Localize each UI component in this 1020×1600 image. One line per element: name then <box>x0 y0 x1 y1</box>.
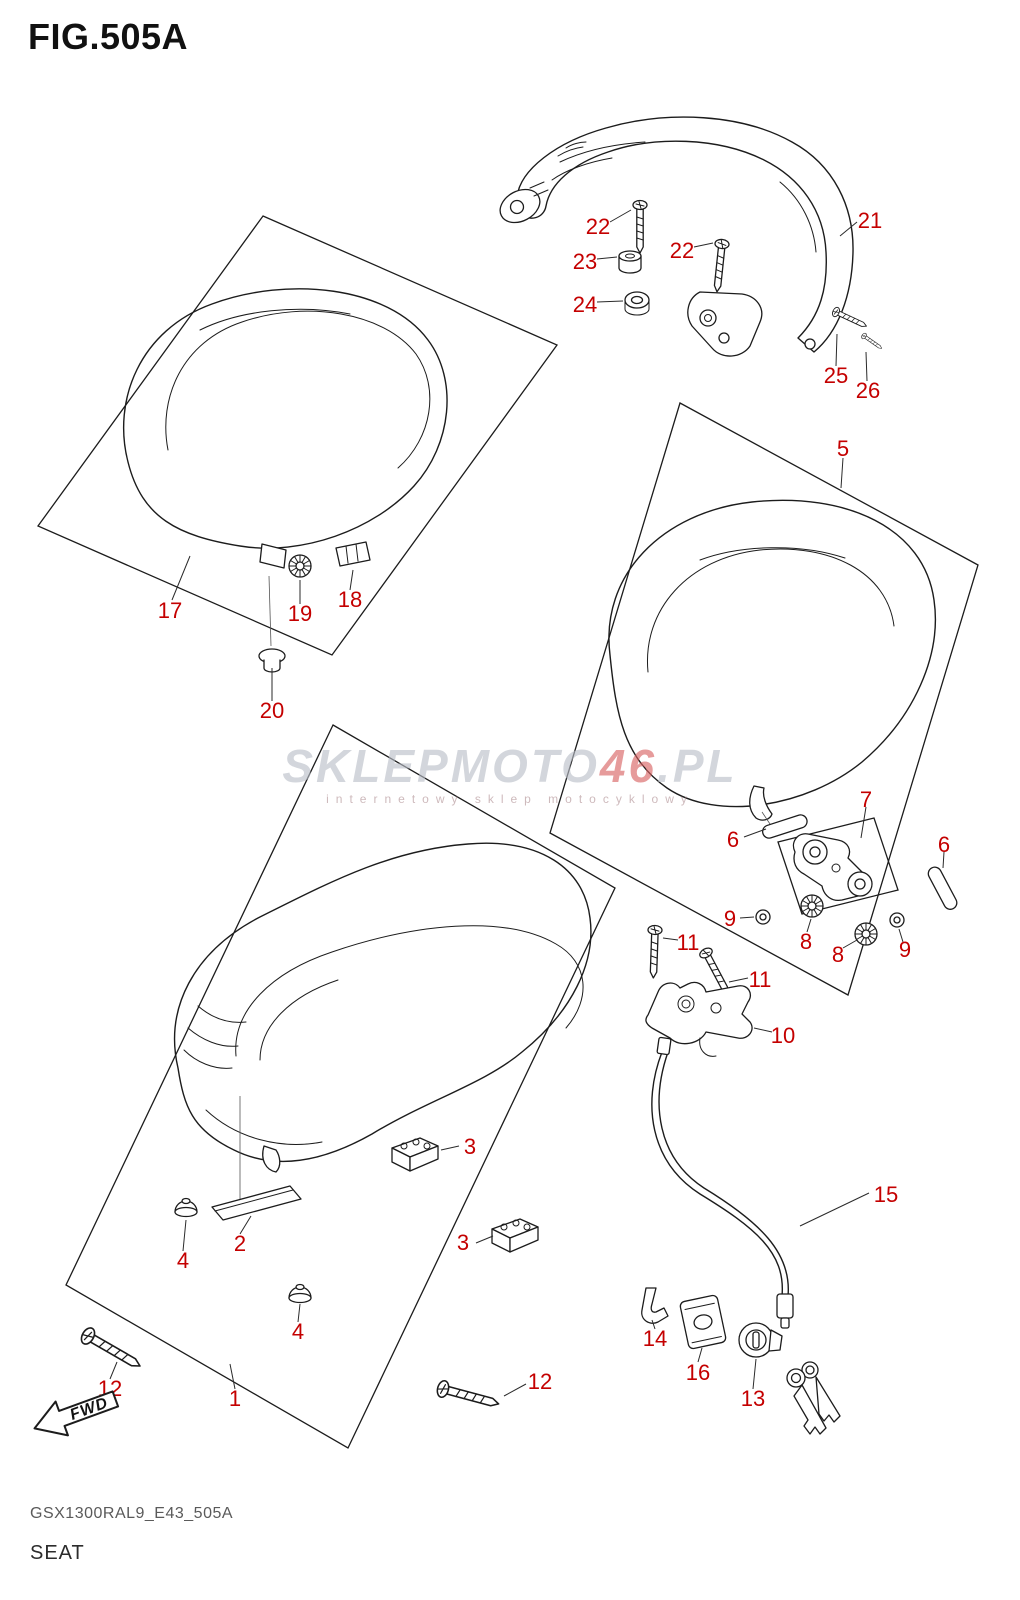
seat-tab <box>259 543 287 569</box>
callout-24: 24 <box>573 292 597 317</box>
callout-3-a: 3 <box>464 1134 476 1159</box>
figure-title: FIG.505A <box>28 16 189 57</box>
callout-26: 26 <box>856 378 880 403</box>
callout-3-b: 3 <box>457 1230 469 1255</box>
callout-7: 7 <box>860 787 872 812</box>
callout-23: 23 <box>573 249 597 274</box>
callout-12-b: 12 <box>528 1369 552 1394</box>
footer-figure-name: SEAT <box>30 1542 85 1564</box>
rear-seat-drawing <box>122 288 448 569</box>
strip-6-b <box>927 866 958 910</box>
callout-15: 15 <box>874 1182 898 1207</box>
callout-17: 17 <box>158 598 182 623</box>
clip-14 <box>641 1287 669 1324</box>
main-seat-box <box>65 724 616 1449</box>
strip-2 <box>211 1185 302 1221</box>
lock-cylinder-13 <box>738 1322 783 1358</box>
spacer-23 <box>618 250 642 274</box>
callout-labels: 22 23 22 24 21 25 26 5 17 19 18 20 6 7 6… <box>98 208 950 1411</box>
callout-11-a: 11 <box>677 930 700 955</box>
rear-seat-box <box>37 215 558 656</box>
callout-19: 19 <box>288 601 312 626</box>
callout-2: 2 <box>234 1231 246 1256</box>
grommet-24 <box>624 291 650 316</box>
lock-cable-15 <box>651 1036 794 1329</box>
callout-8-b: 8 <box>832 942 844 967</box>
seat-hook <box>262 1145 281 1173</box>
callout-13: 13 <box>741 1386 765 1411</box>
grab-bar-drawing <box>499 116 854 357</box>
callout-11-b: 11 <box>749 967 772 992</box>
callout-22-b: 22 <box>670 238 694 263</box>
screw-11-a <box>645 924 663 979</box>
screw-22-b <box>709 238 731 294</box>
callout-25: 25 <box>824 363 848 388</box>
callout-20: 20 <box>260 698 284 723</box>
block-18 <box>335 541 371 567</box>
callout-10: 10 <box>771 1023 795 1048</box>
callout-16: 16 <box>686 1360 710 1385</box>
screw-12-a <box>77 1324 146 1375</box>
callout-18: 18 <box>338 587 362 612</box>
callout-21: 21 <box>858 208 882 233</box>
callout-8-a: 8 <box>800 929 812 954</box>
block-3-b <box>491 1218 539 1253</box>
screw-22-a <box>632 199 648 254</box>
callout-5: 5 <box>837 436 849 461</box>
callout-4-b: 4 <box>292 1319 304 1344</box>
callout-14: 14 <box>643 1326 667 1351</box>
callout-4-a: 4 <box>177 1248 189 1273</box>
lock-plate-16 <box>679 1294 727 1350</box>
keys-drawing <box>786 1361 841 1435</box>
star-nut-8-b <box>854 922 878 946</box>
main-seat-drawing <box>174 575 592 1208</box>
pillion-seat-drawing <box>608 499 936 837</box>
nut-9-a <box>755 909 771 925</box>
dome-nut-4-b <box>288 1283 312 1304</box>
footer-part-code: GSX1300RAL9_E43_505A <box>30 1505 234 1522</box>
callout-9-b: 9 <box>899 937 911 962</box>
pillion-seat-box <box>549 402 979 996</box>
leader-lines <box>109 209 945 1397</box>
callout-6-b: 6 <box>938 832 950 857</box>
screw-26 <box>860 331 884 352</box>
callout-9-a: 9 <box>724 906 736 931</box>
screw-12-b <box>434 1378 502 1413</box>
seat-lock-bracket-10 <box>645 981 753 1057</box>
block-3-a <box>391 1137 439 1172</box>
hinge-assembly-7 <box>777 817 899 915</box>
grab-bar-bracket <box>687 291 763 357</box>
callout-22-a: 22 <box>586 214 610 239</box>
strip-6-a <box>762 814 808 839</box>
nut-9-b <box>889 912 905 928</box>
callout-6-a: 6 <box>727 827 739 852</box>
callout-1: 1 <box>229 1386 241 1411</box>
dome-nut-4-a <box>174 1197 198 1218</box>
screw-25 <box>830 305 869 332</box>
star-nut-8-a <box>800 894 824 918</box>
star-nut-19 <box>288 554 312 578</box>
